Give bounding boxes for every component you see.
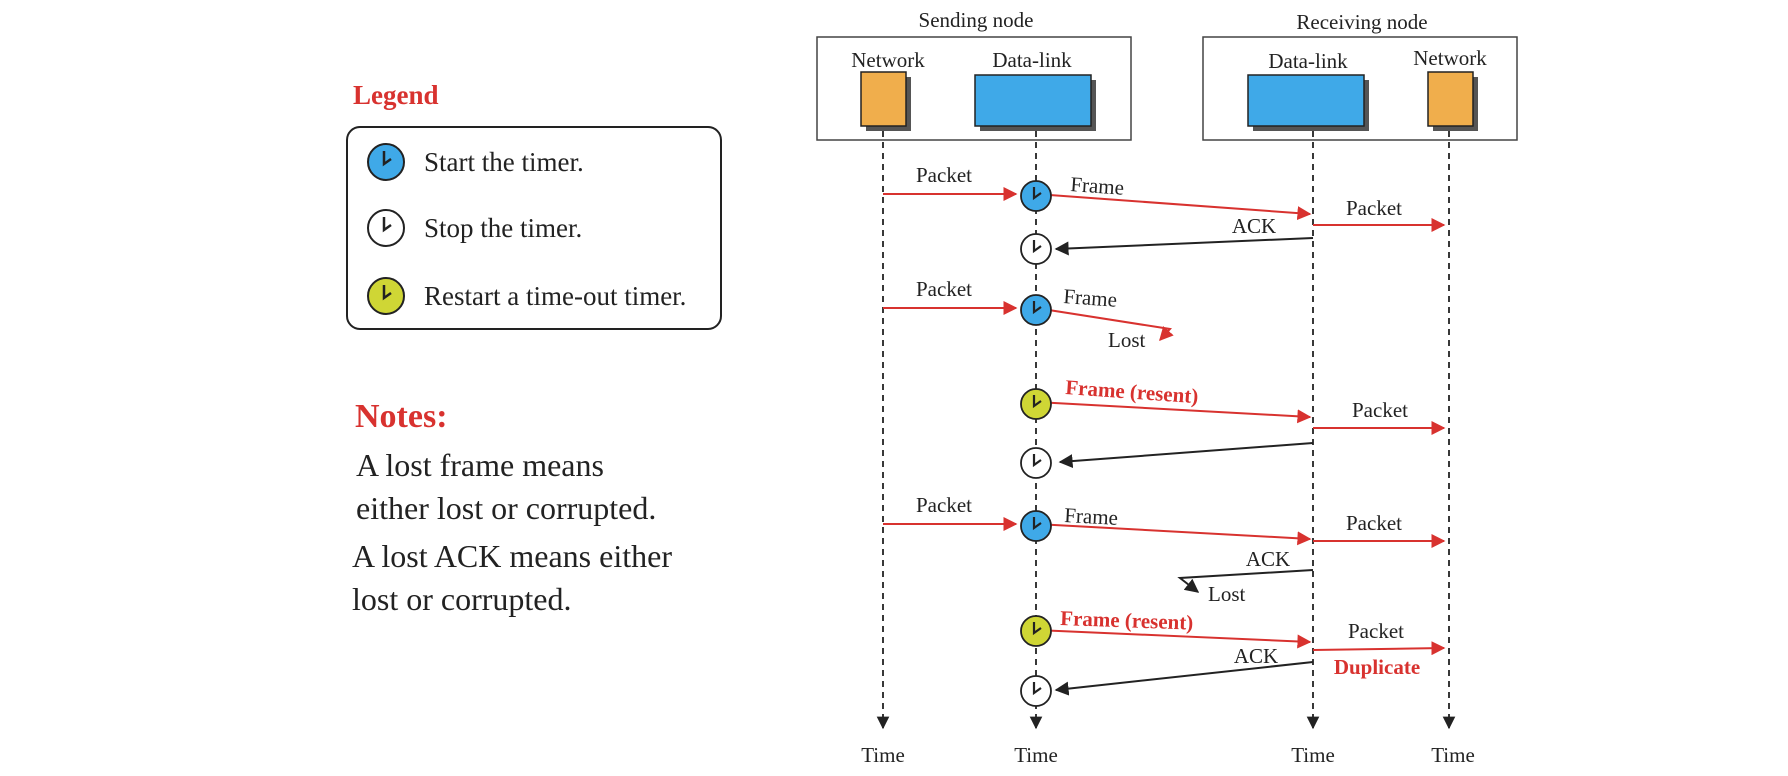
timer-start-icon — [1020, 180, 1052, 212]
receiver-datalink-block — [1247, 74, 1369, 131]
legend-title: Legend — [353, 80, 439, 110]
clock-white-icon — [367, 209, 405, 247]
frame-label: Frame — [1063, 284, 1118, 312]
sender-network-block — [860, 71, 911, 131]
note-line: A lost frame means — [356, 447, 604, 483]
legend-box — [346, 126, 722, 330]
legend-label-stop: Stop the timer. — [424, 212, 583, 243]
sending-node-title: Sending node — [919, 8, 1034, 32]
time-label: Time — [1291, 743, 1335, 767]
receiver-datalink-label: Data-link — [1268, 49, 1348, 73]
ack-arrow — [1058, 442, 1314, 469]
timer-start-icon — [1020, 510, 1052, 542]
packet-label: Packet — [916, 277, 972, 301]
lost-label: Lost — [1108, 328, 1146, 352]
receiver-network-label: Network — [1413, 46, 1487, 70]
timer-start-icon — [1020, 294, 1052, 326]
frame-resent-arrow — [1035, 401, 1312, 424]
time-label: Time — [1431, 743, 1475, 767]
ack-label: ACK — [1232, 214, 1276, 238]
timer-stop-icon — [1020, 675, 1052, 707]
frame-resent-arrow — [1035, 629, 1312, 649]
frame-arrow — [1035, 193, 1312, 221]
note-line: A lost ACK means either — [352, 538, 672, 574]
ack-arrow — [1054, 661, 1314, 696]
packet-label: Packet — [1348, 619, 1404, 643]
notes-title: Notes: — [355, 398, 448, 435]
sender-datalink-label: Data-link — [992, 48, 1072, 72]
packet-label: Packet — [916, 163, 972, 187]
timer-restart-icon — [1020, 615, 1052, 647]
legend-label-restart: Restart a time-out timer. — [424, 280, 687, 311]
sender-network-label: Network — [851, 48, 925, 72]
frame-label: Frame — [1070, 172, 1125, 200]
timer-restart-icon — [1020, 388, 1052, 420]
lost-frame-arrow — [1035, 307, 1174, 342]
note-lost-ack: A lost ACK means either lost or corrupte… — [352, 535, 672, 621]
time-label: Time — [861, 743, 905, 767]
lost-ack-arrow — [1177, 569, 1314, 593]
frame-arrow — [1035, 523, 1312, 546]
lost-label: Lost — [1208, 582, 1246, 606]
ack-label: ACK — [1234, 644, 1278, 668]
legend-item-start: Start the timer. — [366, 141, 584, 183]
timer-stop-icon — [1020, 233, 1052, 265]
ack-label: ACK — [1246, 547, 1290, 571]
legend-item-restart: Restart a time-out timer. — [366, 275, 686, 317]
time-label: Time — [1014, 743, 1058, 767]
packet-label: Packet — [1346, 511, 1402, 535]
packet-label: Packet — [916, 493, 972, 517]
receiving-node-title: Receiving node — [1296, 10, 1427, 34]
legend-item-stop: Stop the timer. — [366, 207, 582, 249]
note-line: lost or corrupted. — [352, 581, 572, 617]
sender-datalink-block — [974, 74, 1096, 131]
frame-resent-label: Frame (resent) — [1065, 375, 1199, 408]
packet-label: Packet — [1346, 196, 1402, 220]
note-line: either lost or corrupted. — [356, 490, 657, 526]
receiver-network-block — [1427, 71, 1478, 131]
clock-yellow-icon — [367, 277, 405, 315]
ack-arrow — [1054, 237, 1314, 256]
timer-stop-icon — [1020, 447, 1052, 479]
duplicate-label: Duplicate — [1334, 655, 1420, 679]
packet-arrow — [1312, 641, 1446, 656]
legend-label-start: Start the timer. — [424, 146, 584, 177]
frame-resent-label: Frame (resent) — [1060, 606, 1194, 635]
packet-label: Packet — [1352, 398, 1408, 422]
clock-blue-icon — [367, 143, 405, 181]
frame-label: Frame — [1064, 503, 1119, 530]
note-lost-frame: A lost frame means either lost or corrup… — [356, 444, 656, 530]
